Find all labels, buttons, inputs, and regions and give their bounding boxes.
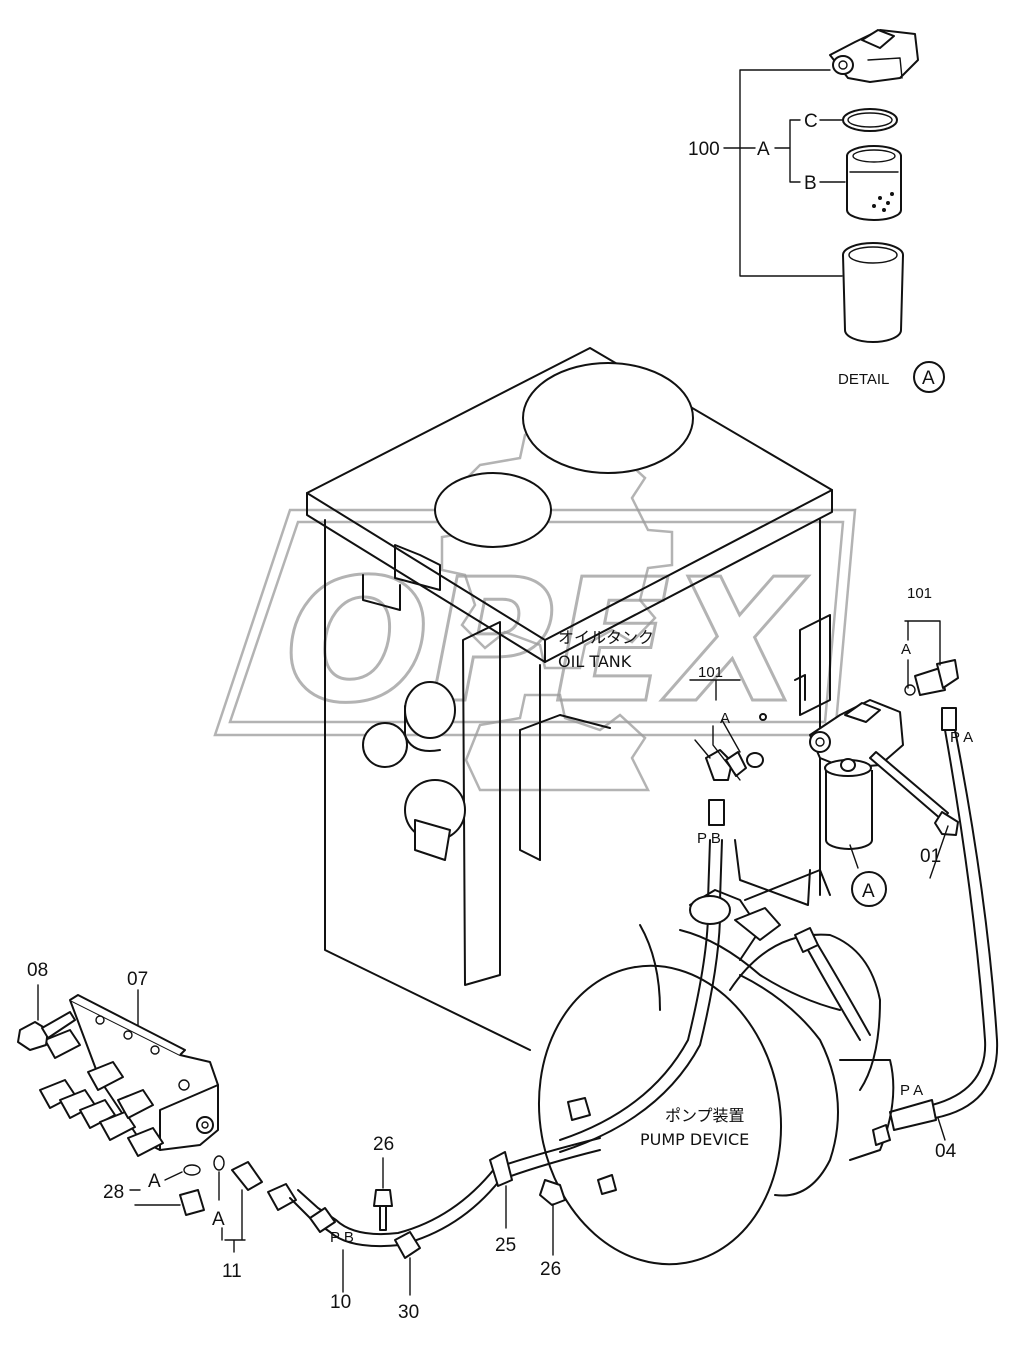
fitting-11 <box>213 1155 263 1253</box>
suction-filter <box>809 699 904 850</box>
callout-100-bracket <box>723 69 846 277</box>
filter-head-detail <box>829 29 919 83</box>
callout-01: 01 <box>920 846 941 867</box>
bolt-26-right <box>539 1179 566 1256</box>
callout-101-left: 101 <box>698 664 723 681</box>
callout-26-bottom: 26 <box>540 1259 561 1280</box>
callout-04: 04 <box>935 1141 957 1162</box>
callout-100-a: A <box>757 139 770 160</box>
callout-07: 07 <box>127 969 148 990</box>
port-label-pa-top: P A <box>950 729 973 746</box>
tank-name-en: OIL TANK <box>558 652 632 671</box>
detail-marker: A <box>922 368 935 389</box>
callout-100-b: B <box>804 173 817 194</box>
clamp-25 <box>489 1151 513 1229</box>
callout-26-top: 26 <box>373 1134 394 1155</box>
callout-08: 08 <box>27 960 48 981</box>
port-label-pb-top: P B <box>697 830 721 847</box>
hose-10 <box>267 1137 601 1248</box>
callout-100: 100 <box>688 139 720 160</box>
port-label-pb-bottom: P B <box>330 1229 354 1246</box>
watermark-logo: OPEX <box>213 433 857 792</box>
bolt-26-left <box>373 1157 393 1231</box>
filter-bowl-detail <box>842 242 904 343</box>
view-marker-leader <box>849 844 859 869</box>
callout-101-left-a: A <box>720 710 730 727</box>
callout-28-a: A <box>148 1171 161 1192</box>
hose-04 <box>889 707 999 1131</box>
callout-100-c: C <box>804 111 818 132</box>
callout-04-leader <box>937 1117 946 1141</box>
callout-25: 25 <box>495 1235 516 1256</box>
pump-device <box>537 889 895 1266</box>
detail-marker-circle <box>913 361 945 393</box>
elbow-fitting-right <box>904 659 959 696</box>
detail-title: DETAIL <box>838 371 889 388</box>
callout-101-left-bracket <box>689 679 741 781</box>
bolt-08 <box>17 984 76 1051</box>
bolt-01 <box>869 751 959 879</box>
view-marker: A <box>862 881 875 902</box>
callout-11-a: A <box>212 1209 225 1230</box>
callout-11: 11 <box>222 1261 242 1282</box>
callout-101-right: 101 <box>907 585 932 602</box>
filter-element-detail <box>846 145 902 221</box>
plug-28 <box>129 1164 205 1216</box>
pump-name-jp: ポンプ装置 <box>665 1106 745 1125</box>
view-marker-circle <box>851 871 887 907</box>
port-label-pa-bottom: P A <box>900 1082 923 1099</box>
callout-10: 10 <box>330 1292 351 1313</box>
valve-ports <box>39 1029 164 1157</box>
o-ring-left <box>759 713 767 721</box>
o-ring-detail <box>842 108 898 132</box>
hose-pb-tank <box>559 799 725 1153</box>
elbow-fitting-left <box>705 749 764 781</box>
valve-block-07 <box>39 994 219 1157</box>
tank-name-jp: オイルタンク <box>558 628 654 647</box>
callout-30: 30 <box>398 1302 419 1323</box>
callout-28: 28 <box>103 1182 124 1203</box>
pump-name-en: PUMP DEVICE <box>640 1130 749 1149</box>
callout-101-right-a: A <box>901 641 911 658</box>
watermark-text: OPEX <box>285 543 809 741</box>
clamp-30 <box>394 1231 421 1296</box>
callout-101-right-bracket <box>904 620 941 689</box>
oil-tank <box>306 347 833 1051</box>
